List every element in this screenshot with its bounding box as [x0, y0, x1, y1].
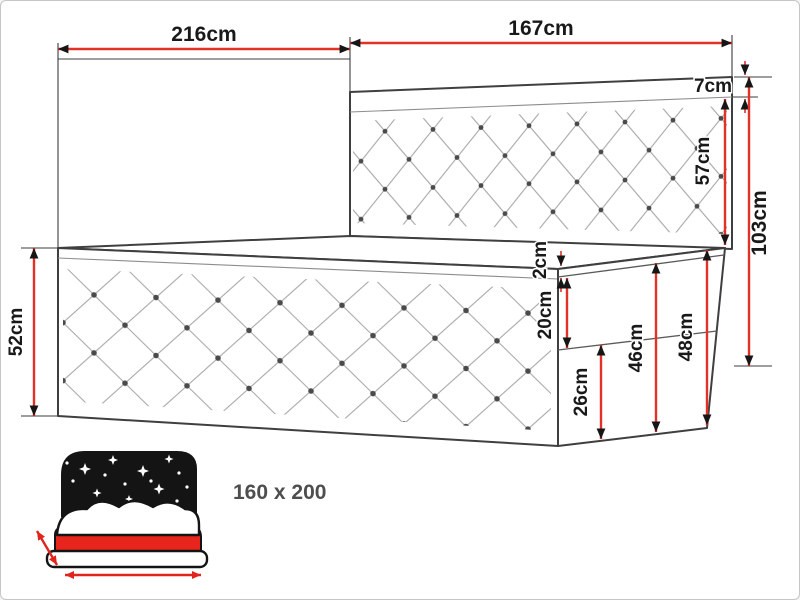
bed-height-label: 48cm — [676, 313, 697, 362]
mattress-height-label: 20cm — [535, 291, 556, 340]
headboard-top-label: 7cm — [694, 76, 732, 97]
base-height-label: 26cm — [571, 368, 592, 417]
front-panel-seam — [57, 257, 559, 280]
icon-base — [45, 549, 209, 569]
topper-seam — [557, 254, 725, 278]
dimension-side-height: 52cm — [5, 248, 39, 416]
mattress-base-seam — [557, 330, 718, 351]
dimension-total-height: 103cm — [744, 77, 773, 366]
dimension-base-and-mattress: 46cm — [625, 263, 661, 432]
bed-drawing — [57, 76, 733, 447]
dimension-mattress-height: 20cm — [534, 278, 572, 348]
topper-height-label: 2cm — [530, 241, 551, 279]
headboard-width-label: 167cm — [508, 17, 573, 40]
dimension-base-height: 26cm — [570, 345, 606, 439]
dimension-total-length: 216cm — [58, 22, 350, 54]
bed-size-label: 160 x 200 — [233, 481, 326, 504]
icon-duvet — [55, 499, 201, 537]
dimension-headboard-front: 57cm — [692, 99, 730, 245]
dimension-topper-height: 2cm — [529, 239, 566, 292]
headboard-tufting — [353, 106, 727, 234]
dimension-bed-height: 48cm — [675, 250, 712, 425]
headboard-top-seam — [349, 96, 733, 113]
icon-depth-arrow — [35, 530, 59, 566]
dimension-headboard-width: 167cm — [350, 16, 732, 48]
side-height-label: 52cm — [6, 308, 27, 357]
front-panel-tufting — [63, 269, 551, 431]
icon-headboard — [61, 451, 197, 517]
total-length-label: 216cm — [171, 23, 236, 46]
bed-size-icon — [35, 451, 209, 579]
base-and-mattress-label: 46cm — [626, 324, 647, 373]
headboard-front-label: 57cm — [693, 137, 714, 186]
total-height-label: 103cm — [748, 190, 771, 255]
